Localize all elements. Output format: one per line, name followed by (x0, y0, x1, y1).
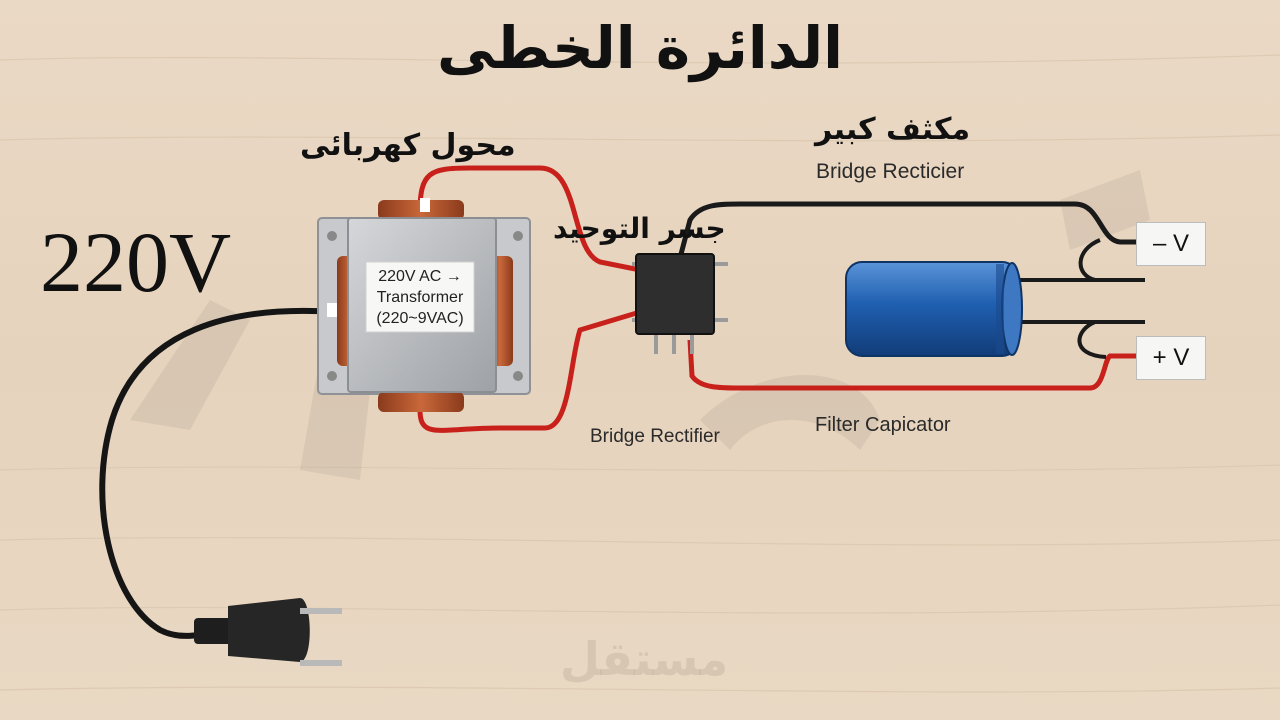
bridge-rectifier (632, 253, 728, 354)
positive-terminal: + V (1136, 336, 1206, 380)
wire-red-top (417, 165, 641, 273)
wire-black-negative (677, 201, 1136, 259)
watermark-logo: مستقل (560, 632, 729, 686)
bridge-label-bottom-en: Bridge Rectifier (590, 426, 720, 447)
transformer (317, 198, 531, 412)
wire-red-positive (687, 339, 1136, 391)
filter-capacitor (845, 261, 1023, 357)
transformer-nameplate-line2: Transformer (376, 289, 464, 306)
transformer-nameplate-line3: (220~9VAC) (376, 310, 464, 327)
transformer-label-ar: محول كهربائى (300, 128, 516, 163)
transformer-nameplate-line1: 220V AC → (378, 268, 462, 285)
watermark-shape (130, 170, 1150, 480)
transformer-nameplate: 220V AC → Transformer (220~9VAC) (366, 266, 474, 329)
capacitor-label-ar: مكثف كبير (815, 112, 971, 147)
capacitor-bus-positive (1077, 320, 1107, 359)
input-voltage-label: 220V (40, 214, 232, 310)
bridge-label-top-en: Bridge Recticier (816, 160, 965, 183)
power-plug (194, 598, 342, 666)
power-cord (99, 307, 339, 639)
bridge-label-ar: جسر التوحيد (553, 212, 726, 245)
filter-label-en: Filter Capicator (815, 414, 951, 436)
capacitor-bus-negative (1078, 238, 1101, 282)
wire-red-bottom (417, 309, 641, 433)
negative-terminal: – V (1136, 222, 1206, 266)
page-title: الدائرة الخطى (437, 14, 843, 82)
wood-grain (0, 54, 1280, 693)
